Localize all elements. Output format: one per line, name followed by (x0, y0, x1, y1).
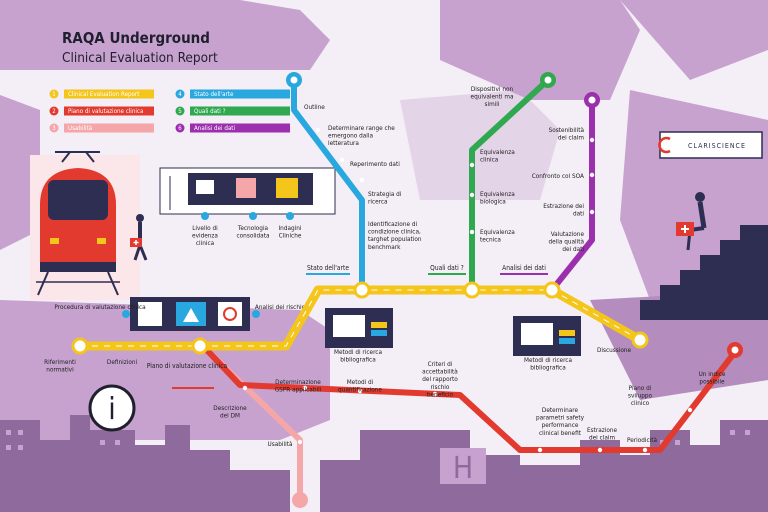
legend-badge-2 (49, 106, 59, 116)
line-analisi-dei-dati (549, 100, 595, 292)
page-subtitle: Clinical Evaluation Report (62, 50, 218, 66)
person-sitting-right (676, 192, 707, 251)
legend-bar-5 (190, 106, 290, 116)
brand-logo: CLARISCIENCE (658, 131, 763, 159)
red-station-6: Periodicità (627, 436, 657, 444)
purple-line-header: Analisi dei dati (502, 264, 546, 272)
metro-lines (80, 77, 738, 500)
legend-badge-1 (49, 89, 59, 99)
legend-bar-3 (64, 123, 154, 133)
evidence-panel (159, 167, 336, 220)
procedure-panel (122, 297, 260, 331)
brand-name: CLARISCIENCE (688, 142, 746, 150)
blue-station-2: Reperimento dati (350, 160, 400, 168)
info-icon: i (88, 384, 136, 432)
yellow-station-1: Definizioni (107, 358, 138, 366)
title-block: RAQA Underground Clinical Evaluation Rep… (62, 29, 218, 66)
legend: 1 Clinical Evaluation Report 2 Piano di val… (49, 89, 290, 133)
svg-text:H: H (453, 451, 473, 486)
legend-badge-4 (175, 89, 185, 99)
legend-badge-3 (49, 123, 59, 133)
legend-bar-1 (64, 89, 154, 99)
line-piano-valutazione (201, 344, 738, 453)
blue-station-0: Outline (304, 103, 325, 111)
legend-badge-6 (175, 123, 185, 133)
line-stato-dell-arte (291, 80, 365, 290)
legend-bar-4 (190, 89, 290, 99)
line-headers: Stato dell'arte Quali dati ? Analisi dei… (147, 264, 548, 389)
legend-badge-5 (175, 106, 185, 116)
legend-number-4: 4 (178, 91, 182, 98)
legend-number-2: 2 (52, 108, 55, 115)
legend-label-6: Analisi dei dati (194, 125, 235, 132)
skyline (0, 415, 768, 512)
blue-line-header: Stato dell'arte (307, 264, 349, 272)
red-line-header: Piano di valutazione clinica (147, 362, 228, 370)
pink-station-0: Usabilità (268, 440, 293, 448)
stations (71, 72, 743, 508)
hospital-h-sign: H (440, 448, 486, 486)
person-with-medkit (130, 214, 148, 261)
legend-label-1: Clinical Evaluation Report (68, 91, 140, 98)
legend-label-2: Piano di valutazione clinica (68, 108, 143, 115)
legend-number-6: 6 (178, 125, 182, 132)
legend-bar-6 (190, 123, 290, 133)
legend-number-3: 3 (52, 125, 55, 132)
purple-station-1: Confronto col SOA (532, 172, 584, 180)
line-quali-dati (469, 77, 551, 290)
yellow-station-3: Discussione (597, 346, 632, 354)
legend-label-5: Quali dati ? (194, 108, 226, 115)
legend-label-3: Usabilità (68, 124, 92, 132)
staircase (640, 225, 768, 320)
procedure-label-1: Procedura di valutazione clinica (54, 303, 145, 311)
train-illustration (30, 151, 140, 300)
procedure-label-2: Analisi dei rischio (255, 303, 306, 311)
green-line-header: Quali dati ? (430, 264, 464, 272)
book-panel-blue (325, 308, 393, 348)
legend-number-5: 5 (178, 108, 181, 115)
page-title: RAQA Underground (62, 29, 210, 47)
legend-number-1: 1 (52, 91, 55, 98)
svg-text:i: i (108, 392, 116, 427)
book-panel-purple (513, 316, 581, 356)
legend-label-4: Stato dell'arte (194, 91, 234, 98)
legend-bar-2 (64, 106, 154, 116)
